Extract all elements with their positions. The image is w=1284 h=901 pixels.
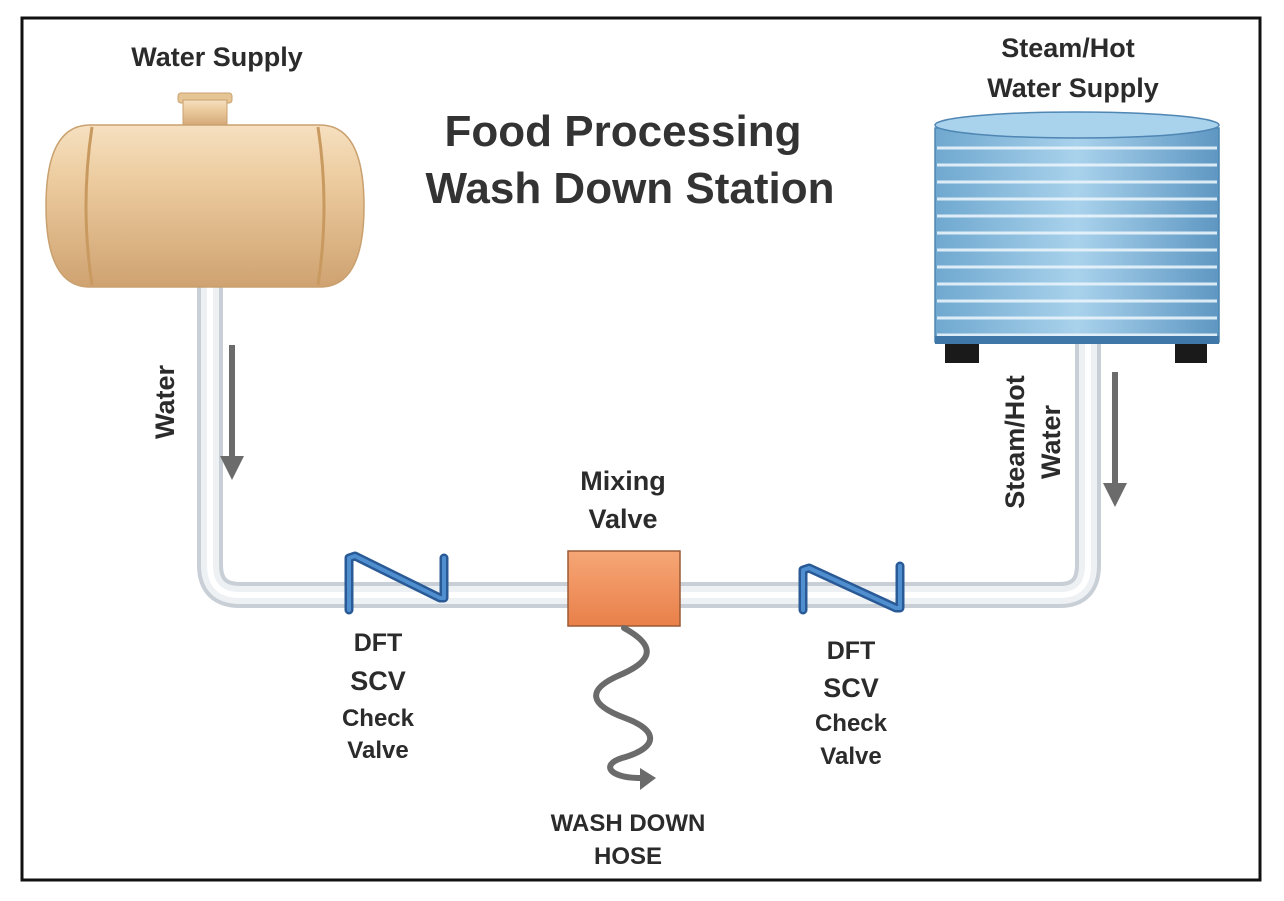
horizontal-tank-icon <box>45 92 365 288</box>
check-valve-right-icon <box>798 561 905 615</box>
check-valve-left-line4: Valve <box>347 737 408 764</box>
steam-supply-label-line1: Steam/Hot <box>1001 33 1135 63</box>
check-valve-right-line3: Check <box>815 710 888 737</box>
mixing-valve-box <box>567 550 681 627</box>
hose-label-line1: WASH DOWN <box>551 810 706 837</box>
steam-supply-label-line2: Water Supply <box>987 73 1159 103</box>
vertical-storage-tank-icon <box>934 111 1220 363</box>
water-flow-arrow <box>220 345 244 480</box>
hose-label-line2: HOSE <box>594 843 662 870</box>
water-flow-label: Water <box>150 365 180 440</box>
check-valve-right-line1: DFT <box>827 637 876 665</box>
check-valve-right-line4: Valve <box>820 743 881 770</box>
water-supply-label: Water Supply <box>131 42 303 72</box>
steam-flow-label-line1: Steam/Hot <box>1000 375 1030 509</box>
diagram-title-line1: Food Processing <box>445 107 802 156</box>
check-valve-right-line2: SCV <box>823 673 879 703</box>
check-valve-left-line1: DFT <box>354 629 403 657</box>
steam-flow-arrow <box>1103 372 1127 507</box>
check-valve-left-line3: Check <box>342 705 415 732</box>
diagram-frame <box>20 16 1262 882</box>
diagram-title-line2: Wash Down Station <box>425 164 834 213</box>
check-valve-left-line2: SCV <box>350 666 406 696</box>
check-valve-left-icon <box>344 551 449 615</box>
hose-icon <box>593 625 656 790</box>
mixing-valve-label-line2: Valve <box>588 504 657 534</box>
mixing-valve-label-line1: Mixing <box>580 466 666 496</box>
steam-flow-label-line2: Water <box>1036 405 1066 480</box>
